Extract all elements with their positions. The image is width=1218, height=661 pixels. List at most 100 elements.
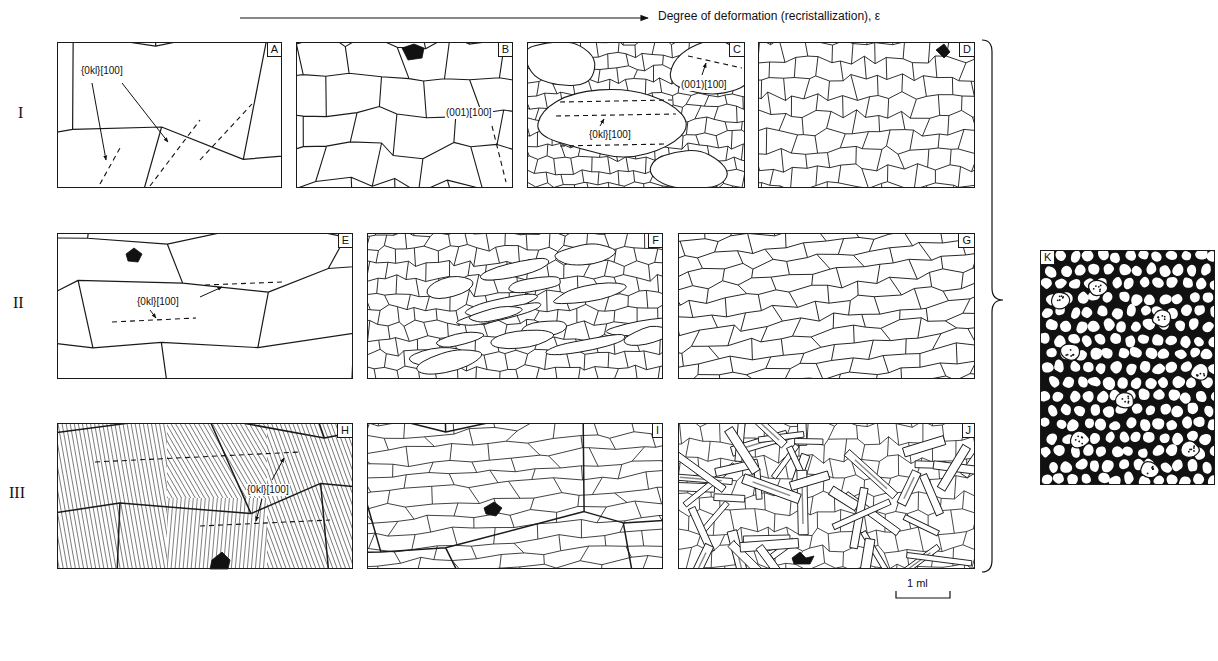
grain xyxy=(1130,347,1142,358)
panel-letter: I xyxy=(652,424,662,438)
leader-arrow xyxy=(92,83,106,160)
grain xyxy=(1126,364,1136,376)
grain xyxy=(1141,462,1160,478)
grain xyxy=(1143,432,1155,443)
grain xyxy=(1119,459,1129,469)
inclusion-dot xyxy=(1152,468,1154,470)
grain xyxy=(1045,266,1057,277)
grain xyxy=(1187,431,1198,442)
grain xyxy=(480,258,548,280)
grain xyxy=(1140,361,1151,373)
panel-art xyxy=(1040,250,1215,485)
grain xyxy=(527,42,595,86)
grain xyxy=(1159,265,1170,277)
lath xyxy=(740,538,799,552)
lath xyxy=(725,427,760,475)
grain xyxy=(1067,419,1079,431)
grain xyxy=(1172,294,1183,304)
microstructure-panel: K xyxy=(1040,250,1215,485)
microstructure-panel: I xyxy=(367,423,663,569)
grain xyxy=(1131,294,1142,306)
grain xyxy=(1189,318,1199,330)
leader-arrow xyxy=(272,458,284,480)
inclusion-dot xyxy=(1059,295,1061,297)
grain xyxy=(1166,420,1177,430)
grain xyxy=(1110,361,1122,373)
grain xyxy=(554,283,627,304)
grain xyxy=(1124,471,1134,484)
opaque-grain xyxy=(792,552,814,564)
grain xyxy=(1203,462,1212,474)
grain xyxy=(1103,406,1114,417)
inclusion-dot xyxy=(1157,316,1159,318)
grain xyxy=(1049,376,1060,388)
grain xyxy=(1181,361,1192,372)
grain xyxy=(546,335,625,355)
leader-arrow xyxy=(702,63,706,75)
panel-art xyxy=(57,423,353,569)
microstructure-panel: B(001)[100] xyxy=(296,42,513,188)
panel-art xyxy=(57,233,353,379)
lath-streak xyxy=(855,460,887,489)
lath xyxy=(844,450,897,499)
grain xyxy=(1186,377,1196,388)
grain xyxy=(1130,432,1140,442)
grain xyxy=(1138,448,1148,457)
row-label: II xyxy=(13,294,24,312)
inclusion-dot xyxy=(1070,349,1072,351)
panel-art xyxy=(367,423,663,569)
grain-boundaries xyxy=(678,423,975,569)
lath xyxy=(750,423,788,448)
grain xyxy=(1191,363,1208,380)
grain xyxy=(1057,420,1067,429)
inclusion-dot xyxy=(1161,315,1163,317)
grain xyxy=(1196,278,1206,290)
grain xyxy=(1172,264,1183,276)
lamellae xyxy=(167,423,267,498)
lath xyxy=(678,452,726,492)
grain xyxy=(1183,277,1193,287)
grain xyxy=(1166,362,1177,373)
inclusion-dot xyxy=(1070,355,1072,357)
grain xyxy=(1152,278,1164,288)
opaque-grain xyxy=(210,552,230,569)
grain xyxy=(1207,251,1215,262)
panel-art xyxy=(296,42,513,188)
row-label: I xyxy=(18,104,23,122)
inclusion-dot xyxy=(1098,286,1100,288)
grain xyxy=(457,303,541,325)
grain xyxy=(1046,433,1057,445)
grain xyxy=(1042,474,1053,484)
grain xyxy=(1132,266,1142,276)
inclusion-dot xyxy=(1062,296,1064,298)
grain xyxy=(1110,253,1120,263)
grain-boundaries xyxy=(57,423,353,569)
panel-art xyxy=(367,233,663,379)
grain xyxy=(1082,335,1092,347)
lamella-lines xyxy=(57,423,167,569)
grain xyxy=(1040,418,1050,427)
grain xyxy=(1090,433,1100,444)
grain xyxy=(1067,474,1078,485)
grain xyxy=(1187,265,1196,277)
panel-art xyxy=(758,42,975,188)
grain xyxy=(1131,377,1142,389)
grain xyxy=(1076,459,1088,470)
panel-art xyxy=(527,42,745,188)
inclusion-dot xyxy=(1081,443,1083,445)
grain-boundaries xyxy=(57,42,282,188)
inclusion-dot xyxy=(1158,319,1160,321)
grain xyxy=(1070,361,1080,372)
grain-boundaries xyxy=(527,42,745,188)
grain xyxy=(1161,463,1172,473)
grain xyxy=(1083,362,1094,372)
inclusion-dot xyxy=(1072,354,1074,356)
grain xyxy=(1175,350,1187,360)
grain xyxy=(555,244,616,265)
inclusion-dot xyxy=(1077,435,1079,437)
grain xyxy=(1048,405,1057,417)
leader-arrows xyxy=(92,63,706,521)
grain xyxy=(1171,406,1183,418)
